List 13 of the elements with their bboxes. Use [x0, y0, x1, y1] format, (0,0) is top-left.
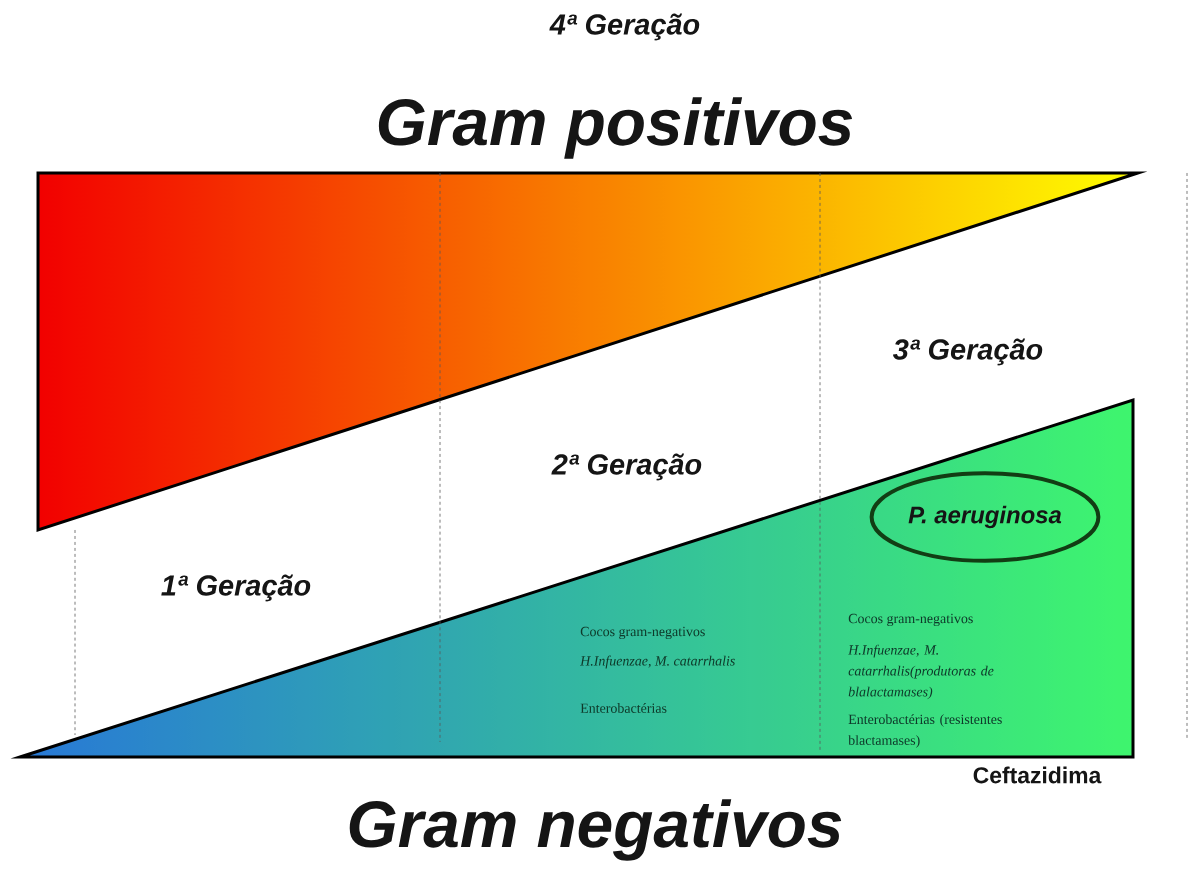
heading: Gram negativos — [349, 799, 842, 861]
organism-text: H.Infuenzae, M. catarrhalis — [580, 655, 735, 669]
drug-label: Ceftazidima — [973, 766, 1102, 784]
organism-text: Cocos gram-negativos — [580, 626, 705, 640]
organism-text: H.Infuenzae, M. catarrhalis(produtoras de blalactamases) — [848, 644, 994, 700]
generation-label: 1ª Geração — [161, 574, 311, 602]
generation-label: 2ª Geração — [551, 453, 702, 481]
heading: Gram positivos — [378, 97, 853, 159]
organism-text: Enterobactérias — [580, 703, 667, 713]
organism-text: Enterobactérias (resistentes blactamases) — [848, 714, 1002, 748]
organism-text: Cocos gram-negativos — [848, 613, 973, 627]
generation-label: 4ª Geração — [549, 13, 700, 41]
generation-label: 3ª Geração — [893, 338, 1043, 366]
